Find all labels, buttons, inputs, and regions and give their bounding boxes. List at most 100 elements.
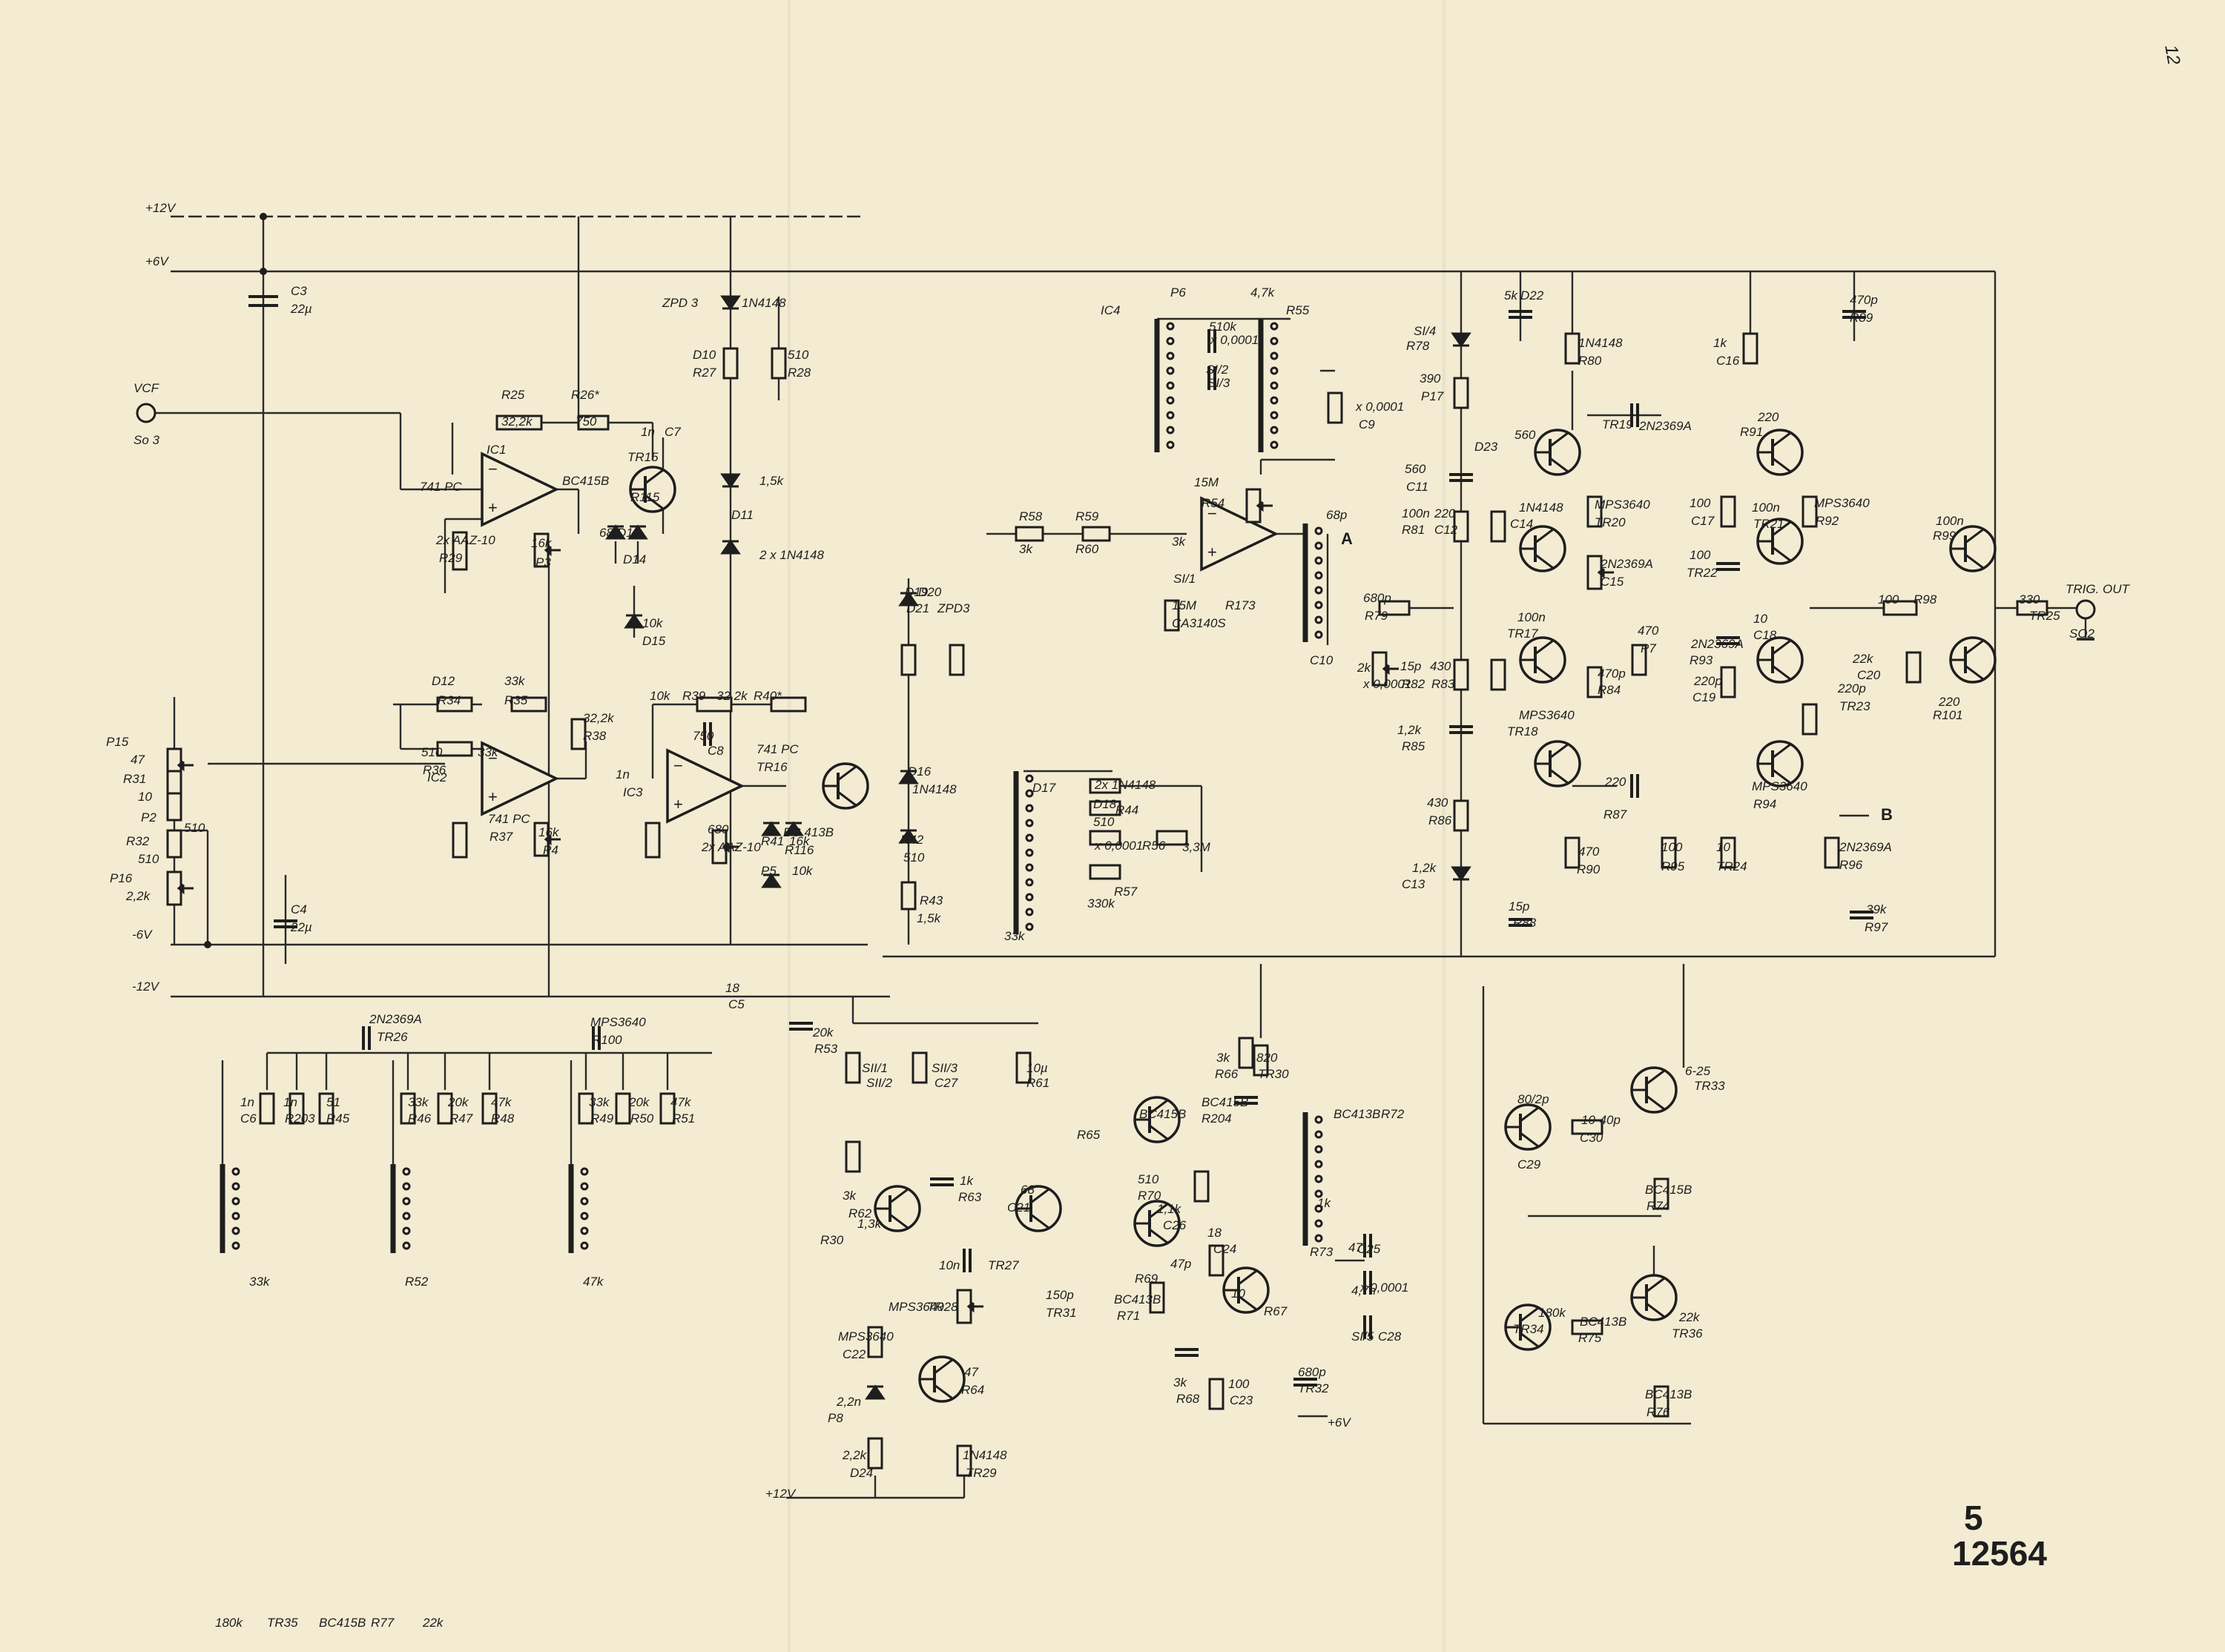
component-label: R40* <box>754 689 782 703</box>
component-label: 100 <box>1690 496 1711 510</box>
resistor <box>452 822 468 859</box>
component-label: MPS3640 <box>838 1329 894 1344</box>
op-amp <box>1200 496 1279 572</box>
component-label: R76 <box>1646 1405 1670 1419</box>
component-label: 10 <box>1716 840 1730 854</box>
component-label: TR29 <box>966 1466 997 1480</box>
component-label: 1n <box>240 1095 254 1109</box>
resistor <box>1089 830 1121 846</box>
transistor-collector <box>1772 432 1791 448</box>
component-label: MPS3640 <box>590 1015 646 1029</box>
component-label: BC415B <box>319 1616 366 1630</box>
resistor <box>1490 510 1506 543</box>
component-label: P8 <box>828 1411 843 1425</box>
component-label: TR15 <box>627 450 659 464</box>
component-label: MPS3640 <box>1814 496 1870 510</box>
component-label: R52 <box>405 1275 429 1289</box>
component-label: 2N2369A <box>1839 840 1892 854</box>
resistor <box>400 1092 416 1125</box>
component-label: TR36 <box>1672 1326 1703 1341</box>
component-label: R84 <box>1598 683 1621 697</box>
component-label: R44 <box>1115 803 1139 817</box>
component-label: P16 <box>110 871 133 885</box>
component-label: R29 <box>439 551 463 565</box>
switch-contact <box>1314 1130 1323 1139</box>
schematic-components: −+−+−+−+ <box>136 213 2096 1477</box>
vcf-connector-label: VCF <box>134 381 159 395</box>
component-label: 510k <box>1209 320 1236 334</box>
component-label: SI/4 <box>1414 324 1437 338</box>
diode <box>605 524 626 540</box>
component-label: 6-25 <box>1685 1064 1711 1078</box>
component-label: TR17 <box>1507 627 1538 641</box>
component-label: 1,5k <box>759 474 784 488</box>
component-label: SI/3 <box>1207 376 1230 390</box>
rail-label-plus12-bottom: +12V <box>765 1487 796 1501</box>
component-label: R85 <box>1402 739 1425 753</box>
switch-contact <box>1314 1160 1323 1169</box>
component-label: 741 PC <box>420 480 462 494</box>
component-label: 47k <box>491 1095 512 1109</box>
component-label: R41 <box>761 834 785 848</box>
resistor <box>1193 1170 1210 1203</box>
component-label: C27 <box>934 1076 958 1090</box>
op-amp <box>481 741 560 816</box>
switch-contact <box>231 1197 240 1206</box>
component-label: 430 <box>1430 659 1451 673</box>
component-label: 3k <box>1019 542 1032 556</box>
component-label: D10 <box>693 348 716 362</box>
component-label: 390 <box>1420 371 1441 386</box>
component-label: TR18 <box>1507 724 1538 739</box>
switch-contact <box>402 1226 411 1235</box>
page-fold-left <box>788 0 792 1652</box>
junction-dot <box>260 268 267 275</box>
transistor-emitter <box>1965 664 1984 681</box>
component-label: R51 <box>672 1111 696 1126</box>
transistor-emitter <box>1772 546 1791 562</box>
resistor <box>900 644 917 676</box>
component-label: R83 <box>1431 677 1455 691</box>
component-label: R37 <box>490 830 513 844</box>
component-label: C29 <box>1517 1157 1541 1172</box>
transistor-emitter <box>1520 1131 1539 1148</box>
component-label: IC1 <box>487 443 507 457</box>
component-label: TR28 <box>927 1300 958 1314</box>
switch-contact <box>1025 848 1034 857</box>
component-label: R58 <box>1019 509 1043 523</box>
component-label: C30 <box>1580 1131 1603 1145</box>
switch-contact <box>1270 411 1279 420</box>
component-label: x 0,0001 <box>1356 400 1405 414</box>
component-label: C21 <box>1007 1200 1031 1215</box>
potentiometer-arrow <box>722 842 730 853</box>
component-label: 100n <box>1517 610 1546 624</box>
component-label: C19 <box>1692 690 1716 704</box>
component-label: 3k <box>1216 1051 1230 1065</box>
component-label: R65 <box>1077 1128 1101 1142</box>
trig-out-label: TRIG. OUT <box>2066 582 2129 596</box>
op-amp <box>666 748 745 824</box>
component-label: BC413B <box>1114 1292 1161 1306</box>
component-label: R62 <box>848 1206 872 1220</box>
diode <box>720 539 741 555</box>
trig-out-ref: SO2 <box>2069 627 2095 641</box>
component-label: 47p <box>1170 1257 1192 1271</box>
component-label: C14 <box>1510 517 1534 531</box>
resistor <box>1453 510 1469 543</box>
diode <box>865 1384 886 1400</box>
resistor <box>289 1092 305 1125</box>
potentiometer-arrow <box>1256 500 1264 512</box>
component-label: 32,2k <box>583 711 614 725</box>
resistor <box>1149 1281 1165 1314</box>
component-label: TR19 <box>1602 417 1633 432</box>
transistor-emitter <box>1646 1302 1665 1318</box>
switch-contact <box>1314 586 1323 595</box>
component-label: C24 <box>1213 1242 1237 1256</box>
switch-contact <box>1166 411 1175 420</box>
component-label: TR23 <box>1839 699 1870 713</box>
op-amp-plus: + <box>488 498 498 517</box>
switch-contact <box>402 1167 411 1176</box>
component-label: SII/2 <box>866 1076 892 1090</box>
resistor <box>1571 1119 1603 1135</box>
junction-dot <box>260 213 267 220</box>
component-label: 470 <box>1578 845 1600 859</box>
